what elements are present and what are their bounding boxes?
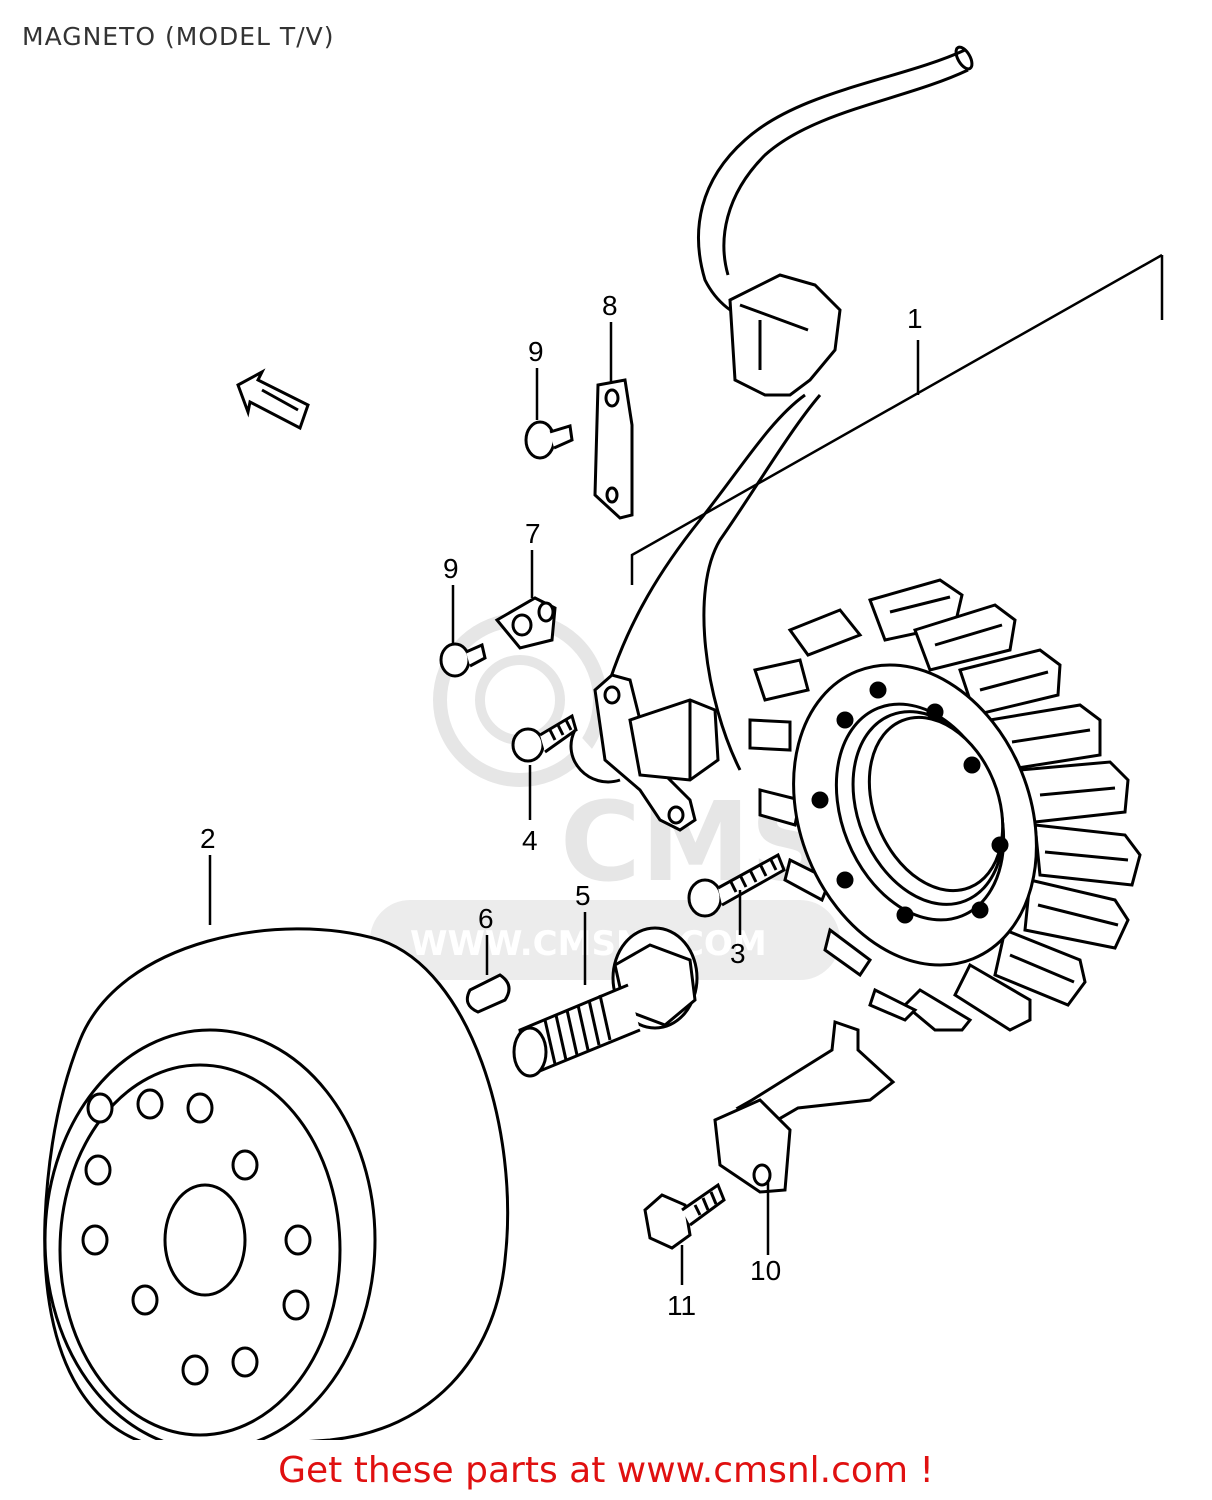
callout-7: 7 (525, 518, 541, 549)
watermark-url: WWW.CMSNL.COM (410, 924, 767, 964)
screw-9-lower (439, 642, 487, 678)
stator-assembly (748, 578, 1142, 1032)
footer-link[interactable]: Get these parts at www.cmsnl.com ! (278, 1450, 934, 1491)
callout-10: 10 (750, 1255, 781, 1286)
callout-5: 5 (575, 880, 591, 911)
callout-3: 3 (730, 938, 746, 969)
wire-grommet (728, 273, 842, 397)
rotor-bolt (512, 926, 699, 1078)
screw-9-upper (524, 420, 574, 460)
callout-leaders (208, 322, 770, 1285)
callout-2: 2 (200, 823, 216, 854)
callout-8: 8 (602, 290, 618, 321)
callout-4: 4 (522, 825, 538, 856)
page-title: MAGNETO (MODEL T/V) (22, 22, 335, 51)
callout-9-lower: 9 (443, 553, 459, 584)
leader-1 (630, 253, 1164, 585)
lead-wire-clamp (494, 596, 557, 650)
callout-11: 11 (667, 1290, 696, 1321)
callout-numbers: 1 2 3 4 5 6 7 8 9 9 10 11 (200, 290, 923, 1321)
screw-3 (687, 852, 786, 918)
bracket-bolt (643, 1182, 726, 1250)
callout-6: 6 (478, 903, 494, 934)
callout-1: 1 (907, 303, 923, 334)
screw-4 (511, 713, 578, 763)
magneto-exploded-diagram: CMS WWW.CMSNL.COM (43, 45, 1164, 1440)
lead-wire-plate (593, 378, 634, 520)
wire-harness (608, 45, 974, 771)
bracket (713, 1019, 896, 1194)
watermark: CMS WWW.CMSNL.COM (370, 613, 840, 980)
callout-9-upper: 9 (528, 336, 544, 367)
woodruff-key (465, 973, 511, 1014)
rotor-flywheel (43, 927, 510, 1440)
direction-arrow-icon (236, 368, 310, 431)
pickup-coil (569, 673, 720, 832)
